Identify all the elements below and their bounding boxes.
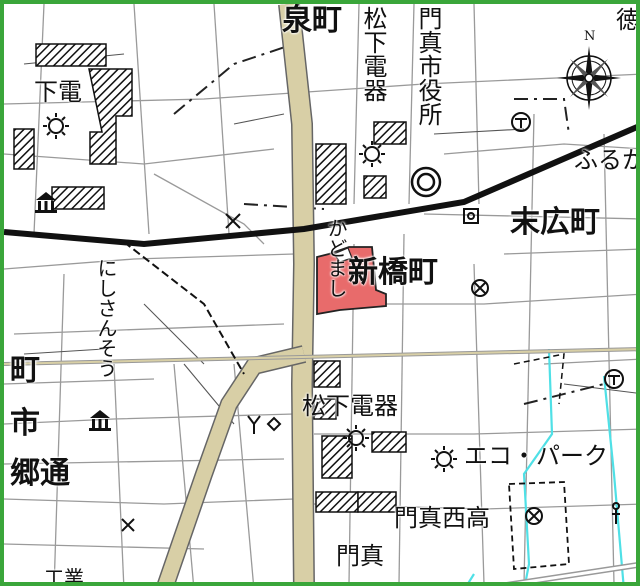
label-machi-left: 町: [10, 353, 40, 388]
police-box-icon: [471, 279, 489, 297]
label-nishisanso: にしさんそう: [94, 258, 118, 378]
highlighted-district: [316, 246, 387, 316]
label-furuka: ふるか: [574, 146, 640, 174]
post-office-icon: [511, 112, 531, 132]
label-suehiro-cho: 末広町: [510, 205, 600, 240]
label-kadoma-bottom: 門真: [336, 542, 384, 570]
canal: [467, 348, 625, 582]
post-office-icon: [463, 208, 479, 224]
label-kadomashi: かどまし: [324, 218, 348, 298]
label-ichi-left: 市: [10, 406, 40, 441]
north-label: N: [584, 29, 595, 44]
label-eco-park: エコ・パーク: [464, 442, 608, 470]
post-office-icon: [604, 369, 624, 389]
label-kadoma-nishi-ko: 門真西高: [394, 504, 490, 532]
major-roads: [4, 4, 636, 582]
label-matsushita-denki-mid: 松下電器: [302, 392, 398, 420]
shrine-icon: [247, 415, 282, 434]
label-shinbashi-cho: 新橋町: [348, 255, 438, 290]
museum-icon: [35, 192, 111, 431]
label-tou: 徳: [616, 6, 640, 34]
factory-icon: [43, 113, 457, 472]
map-symbols: [121, 112, 624, 532]
label-gou-dori: 郷通: [10, 456, 70, 491]
factory-buildings: [13, 43, 407, 513]
map-canvas: [4, 4, 636, 582]
shrine-icon: [612, 502, 620, 524]
label-izumi-machi: 泉町: [282, 3, 342, 38]
railway: [4, 124, 636, 375]
park-boundary: [508, 481, 570, 570]
label-koukou: 工業: [44, 566, 84, 586]
label-matsushita-denki-top: 松下電器: [359, 6, 387, 102]
secondary-streets: [23, 53, 636, 425]
police-box-icon: [525, 507, 543, 525]
school-icon: [121, 213, 241, 532]
compass-icon: N: [557, 29, 621, 110]
label-kadoma-shiyakusho: 門真市役所: [414, 6, 442, 126]
label-shita-denki-left: 下電: [34, 78, 82, 106]
city-hall-icon: [410, 166, 442, 198]
